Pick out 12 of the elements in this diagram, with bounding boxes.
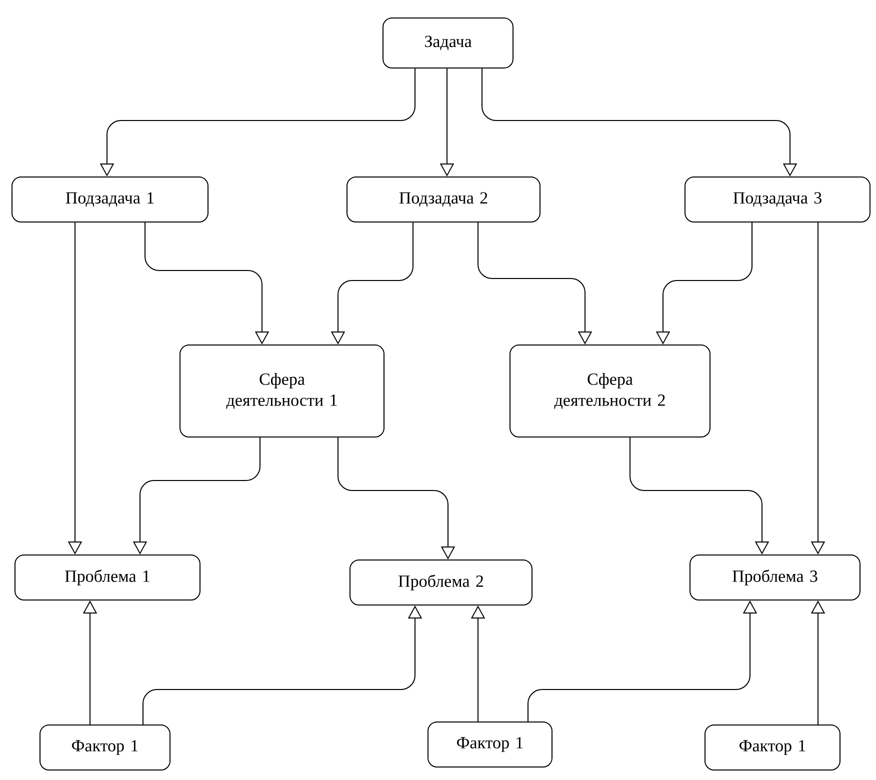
rounded-box: Сфера деятельности 2 [510, 344, 710, 438]
rounded-box: Сфера деятельности 1 [180, 344, 384, 438]
rounded-box: Проблема 2 [350, 560, 532, 606]
rounded-box: Фактор 1 [428, 722, 552, 768]
rounded-box: Подзадача 3 [684, 176, 870, 222]
rounded-box: Подзадача 2 [346, 176, 540, 222]
rounded-box: Проблема 3 [690, 554, 860, 600]
rounded-box: Подзадача 1 [12, 176, 208, 222]
rounded-box: Фактор 1 [40, 724, 170, 770]
rounded-box: Задача [382, 18, 514, 68]
rounded-box: Проблема 1 [14, 554, 200, 600]
rounded-box: Фактор 1 [704, 724, 840, 770]
